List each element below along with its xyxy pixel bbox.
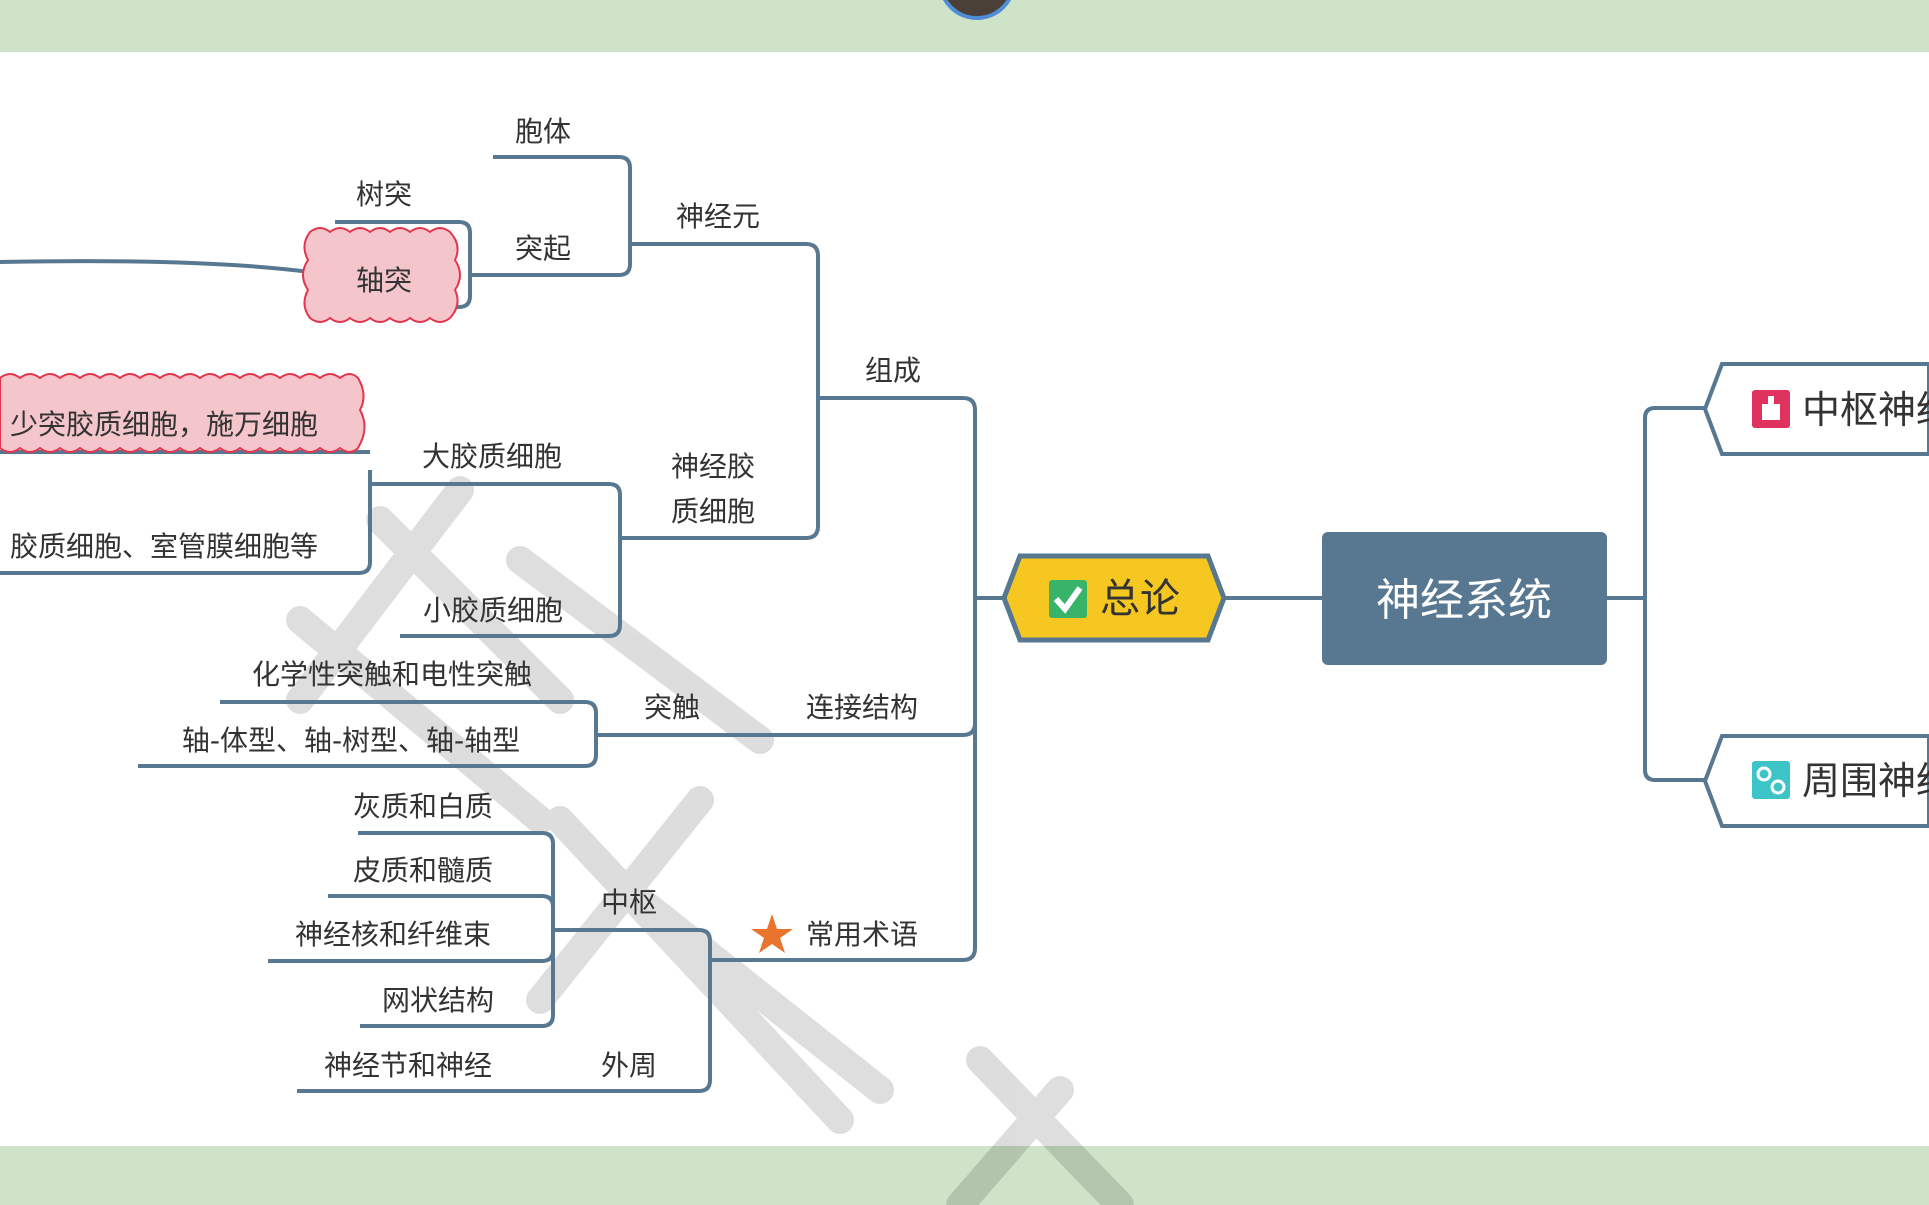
label-connection: 连接结构	[806, 691, 918, 724]
main-label: 总论	[1100, 576, 1180, 622]
right-node-central[interactable]: 中枢神经	[1702, 362, 1929, 456]
root-label: 神经系统	[1376, 575, 1552, 626]
connector-lines	[0, 155, 1705, 1093]
label-composition: 组成	[865, 354, 921, 387]
watermark	[286, 476, 1134, 1205]
label-synapse: 突触	[644, 691, 700, 724]
label-central-1: 灰质和白质	[353, 790, 493, 823]
label-synapse-type-1: 化学性突触和电性突触	[252, 658, 532, 691]
label-central-4: 网状结构	[382, 984, 494, 1017]
star-icon	[751, 914, 793, 953]
thumbs-up-icon	[1752, 390, 1790, 428]
right-central-label: 中枢神经	[1802, 388, 1929, 432]
label-soma: 胞体	[515, 115, 571, 148]
axon-highlight[interactable]	[302, 227, 461, 323]
label-macroglia-note-1: 少突胶质细胞，施万细胞	[10, 408, 318, 441]
labels: 组成 神经元 胞体 突起 树突 轴突 神经胶 质细胞 大胶质细胞 少突胶质细胞，…	[10, 115, 921, 1082]
label-macroglia-note-2: 胶质细胞、室管膜细胞等	[10, 530, 318, 563]
label-macroglia: 大胶质细胞	[422, 440, 562, 473]
label-terms: 常用术语	[806, 918, 918, 951]
macroglia-note-highlight	[0, 373, 366, 453]
right-node-peripheral[interactable]: 周围神经	[1702, 734, 1929, 828]
right-peripheral-label: 周围神经	[1802, 759, 1929, 803]
bottom-banner	[0, 1146, 1929, 1205]
root-node[interactable]: 神经系统	[1322, 532, 1607, 665]
label-central-2: 皮质和髓质	[353, 854, 493, 887]
label-glia-1: 神经胶	[671, 450, 755, 483]
label-peripheral: 外周	[601, 1049, 657, 1082]
label-process: 突起	[515, 232, 571, 265]
label-glia-2: 质细胞	[671, 495, 755, 528]
link-icon	[1752, 761, 1790, 799]
label-axon: 轴突	[356, 264, 412, 297]
label-central-3: 神经核和纤维束	[295, 918, 491, 951]
main-node[interactable]: 总论	[1001, 553, 1227, 643]
label-dendrite: 树突	[356, 178, 412, 211]
label-neuron: 神经元	[676, 200, 760, 233]
label-peripheral-1: 神经节和神经	[324, 1049, 492, 1082]
label-microglia: 小胶质细胞	[423, 594, 563, 627]
label-synapse-type-2: 轴-体型、轴-树型、轴-轴型	[182, 724, 520, 757]
check-icon	[1049, 580, 1087, 618]
label-central: 中枢	[601, 886, 657, 919]
